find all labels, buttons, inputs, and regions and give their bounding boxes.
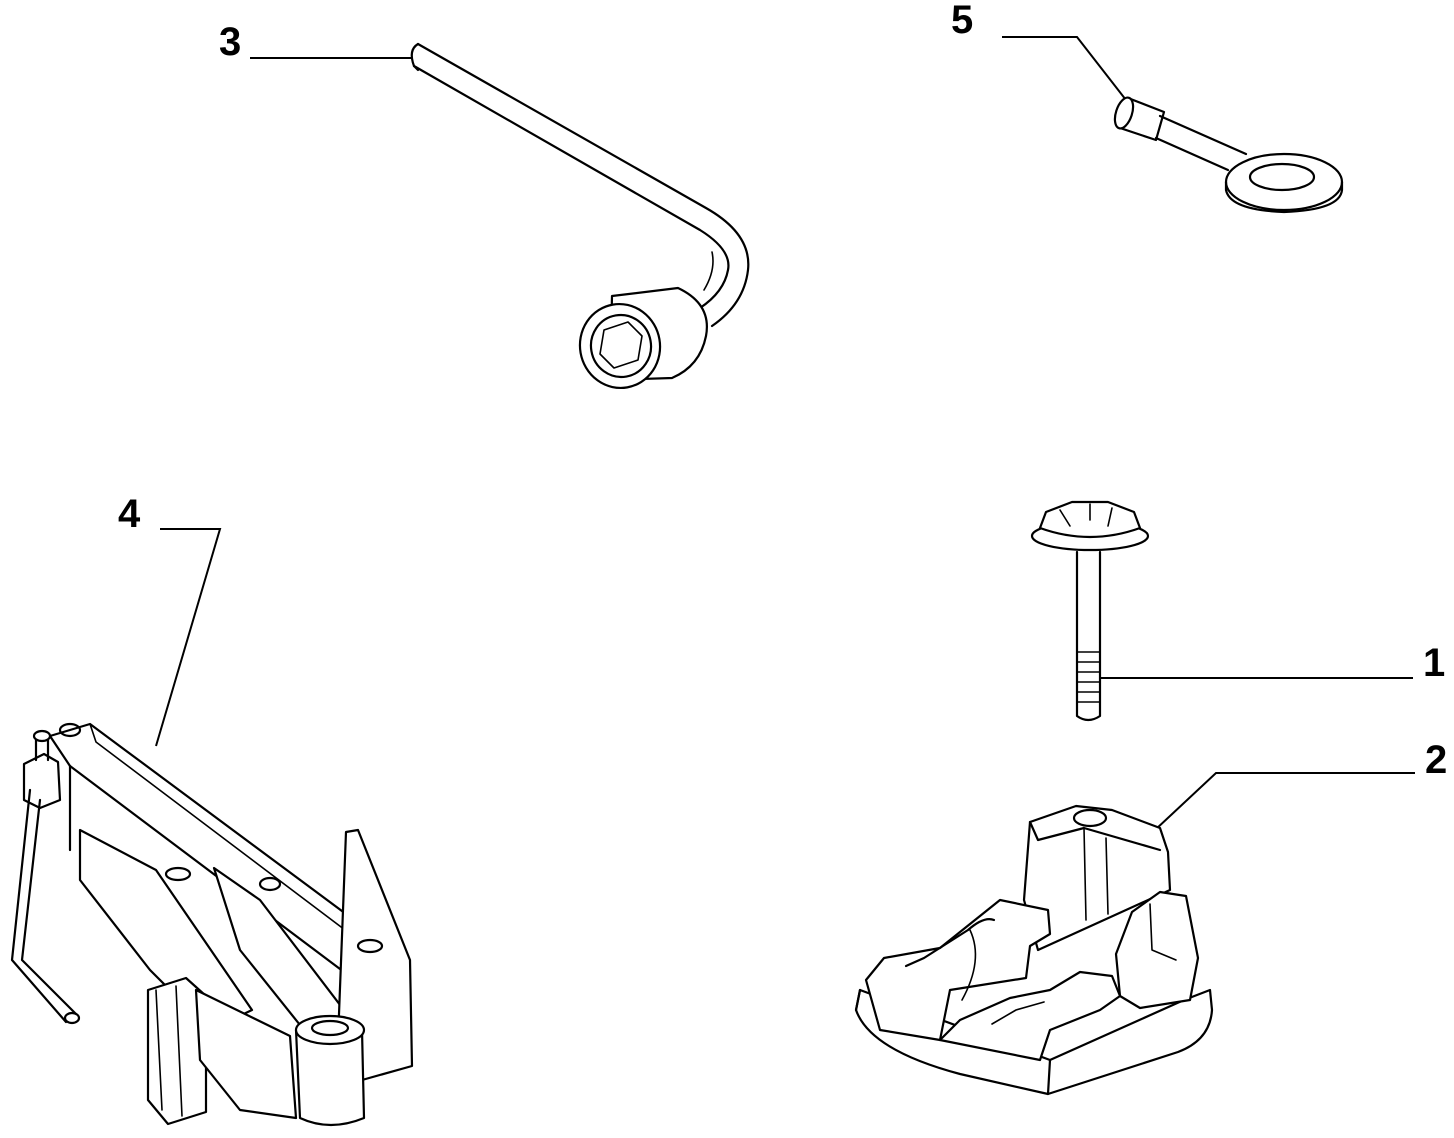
leader-line-5 xyxy=(1002,36,1127,101)
callout-label-2: 2 xyxy=(1425,738,1448,782)
callout-label-1: 1 xyxy=(1423,641,1446,685)
support-housing-drawing xyxy=(854,772,1415,1096)
leader-line-2 xyxy=(1154,772,1415,831)
leader-line-4 xyxy=(155,528,222,747)
wheel-brace-drawing xyxy=(250,42,750,390)
bolt-drawing xyxy=(1030,500,1413,722)
jack-drawing xyxy=(10,528,414,1127)
callout-label-5: 5 xyxy=(951,0,974,42)
callout-label-3: 3 xyxy=(219,20,242,64)
callout-label-4: 4 xyxy=(118,492,141,536)
towing-eye-drawing xyxy=(1002,36,1344,214)
